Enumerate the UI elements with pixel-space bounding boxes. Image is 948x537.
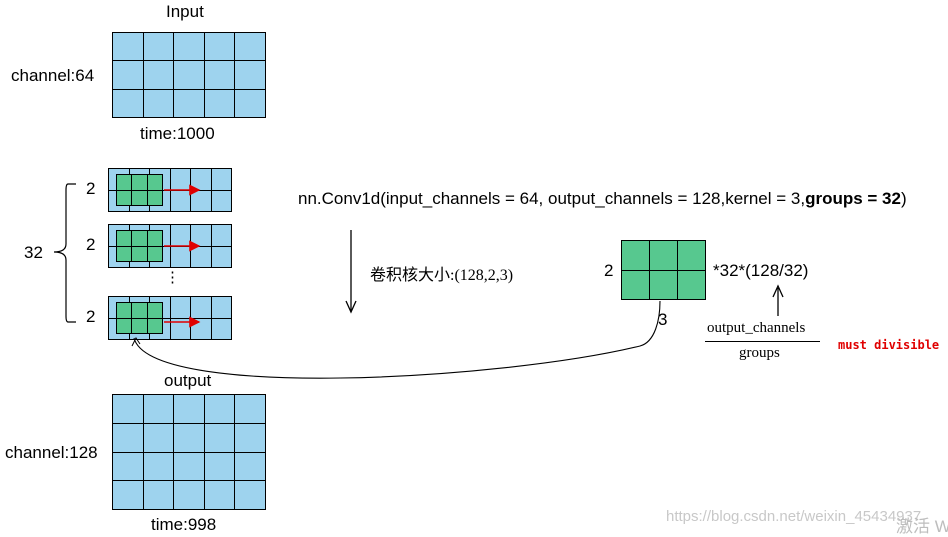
kernel-width-label: 3 — [658, 310, 668, 329]
up-arrow-head — [772, 284, 784, 298]
group-row-top — [108, 168, 232, 212]
group-row-label-top: 2 — [86, 179, 96, 198]
fraction-bar — [705, 341, 820, 342]
down-arrow-head — [345, 300, 357, 314]
kernel-overlay-bottom — [116, 302, 163, 334]
kernel-overlay-mid — [116, 230, 163, 262]
output-title: output — [164, 371, 212, 390]
input-title: Input — [166, 2, 204, 21]
kernel-multiplier: *32*(128/32) — [713, 261, 809, 280]
fraction-numerator: output_channels — [707, 320, 806, 336]
output-time-label: time:998 — [151, 515, 217, 534]
output-grid — [112, 394, 266, 510]
kernel-link-curve — [133, 300, 661, 379]
kernel-overlay-top — [116, 174, 163, 206]
kernel-size-note: 卷积核大小:(128,2,3) — [370, 267, 514, 284]
conv1d-call-suffix: ) — [900, 189, 907, 208]
groups-count-label: 32 — [24, 243, 43, 262]
input-channel-label: channel:64 — [11, 66, 95, 85]
conv1d-call: nn.Conv1d(input_channels = 64, output_ch… — [298, 189, 907, 209]
group-ellipsis: ⋮ — [165, 269, 180, 286]
must-divisible-note: must divisible — [838, 338, 940, 352]
fraction-denominator: groups — [739, 345, 780, 361]
output-channel-label: channel:128 — [5, 443, 98, 462]
input-grid — [112, 32, 266, 118]
group-row-label-mid: 2 — [86, 235, 96, 254]
conv1d-call-prefix: nn.Conv1d(input_channels = 64, output_ch… — [298, 189, 806, 208]
input-time-label: time:1000 — [140, 124, 215, 143]
kernel-height-label: 2 — [604, 261, 614, 280]
kernel-link-curve-tip — [131, 337, 141, 347]
watermark-activate: 激活 W — [896, 517, 948, 536]
group-row-label-bottom: 2 — [86, 307, 96, 326]
watermark-url: https://blog.csdn.net/weixin_45434937 — [666, 508, 922, 525]
kernel-block — [621, 240, 706, 300]
conv1d-call-groups: groups = 32 — [805, 189, 901, 208]
groups-brace — [53, 183, 76, 323]
